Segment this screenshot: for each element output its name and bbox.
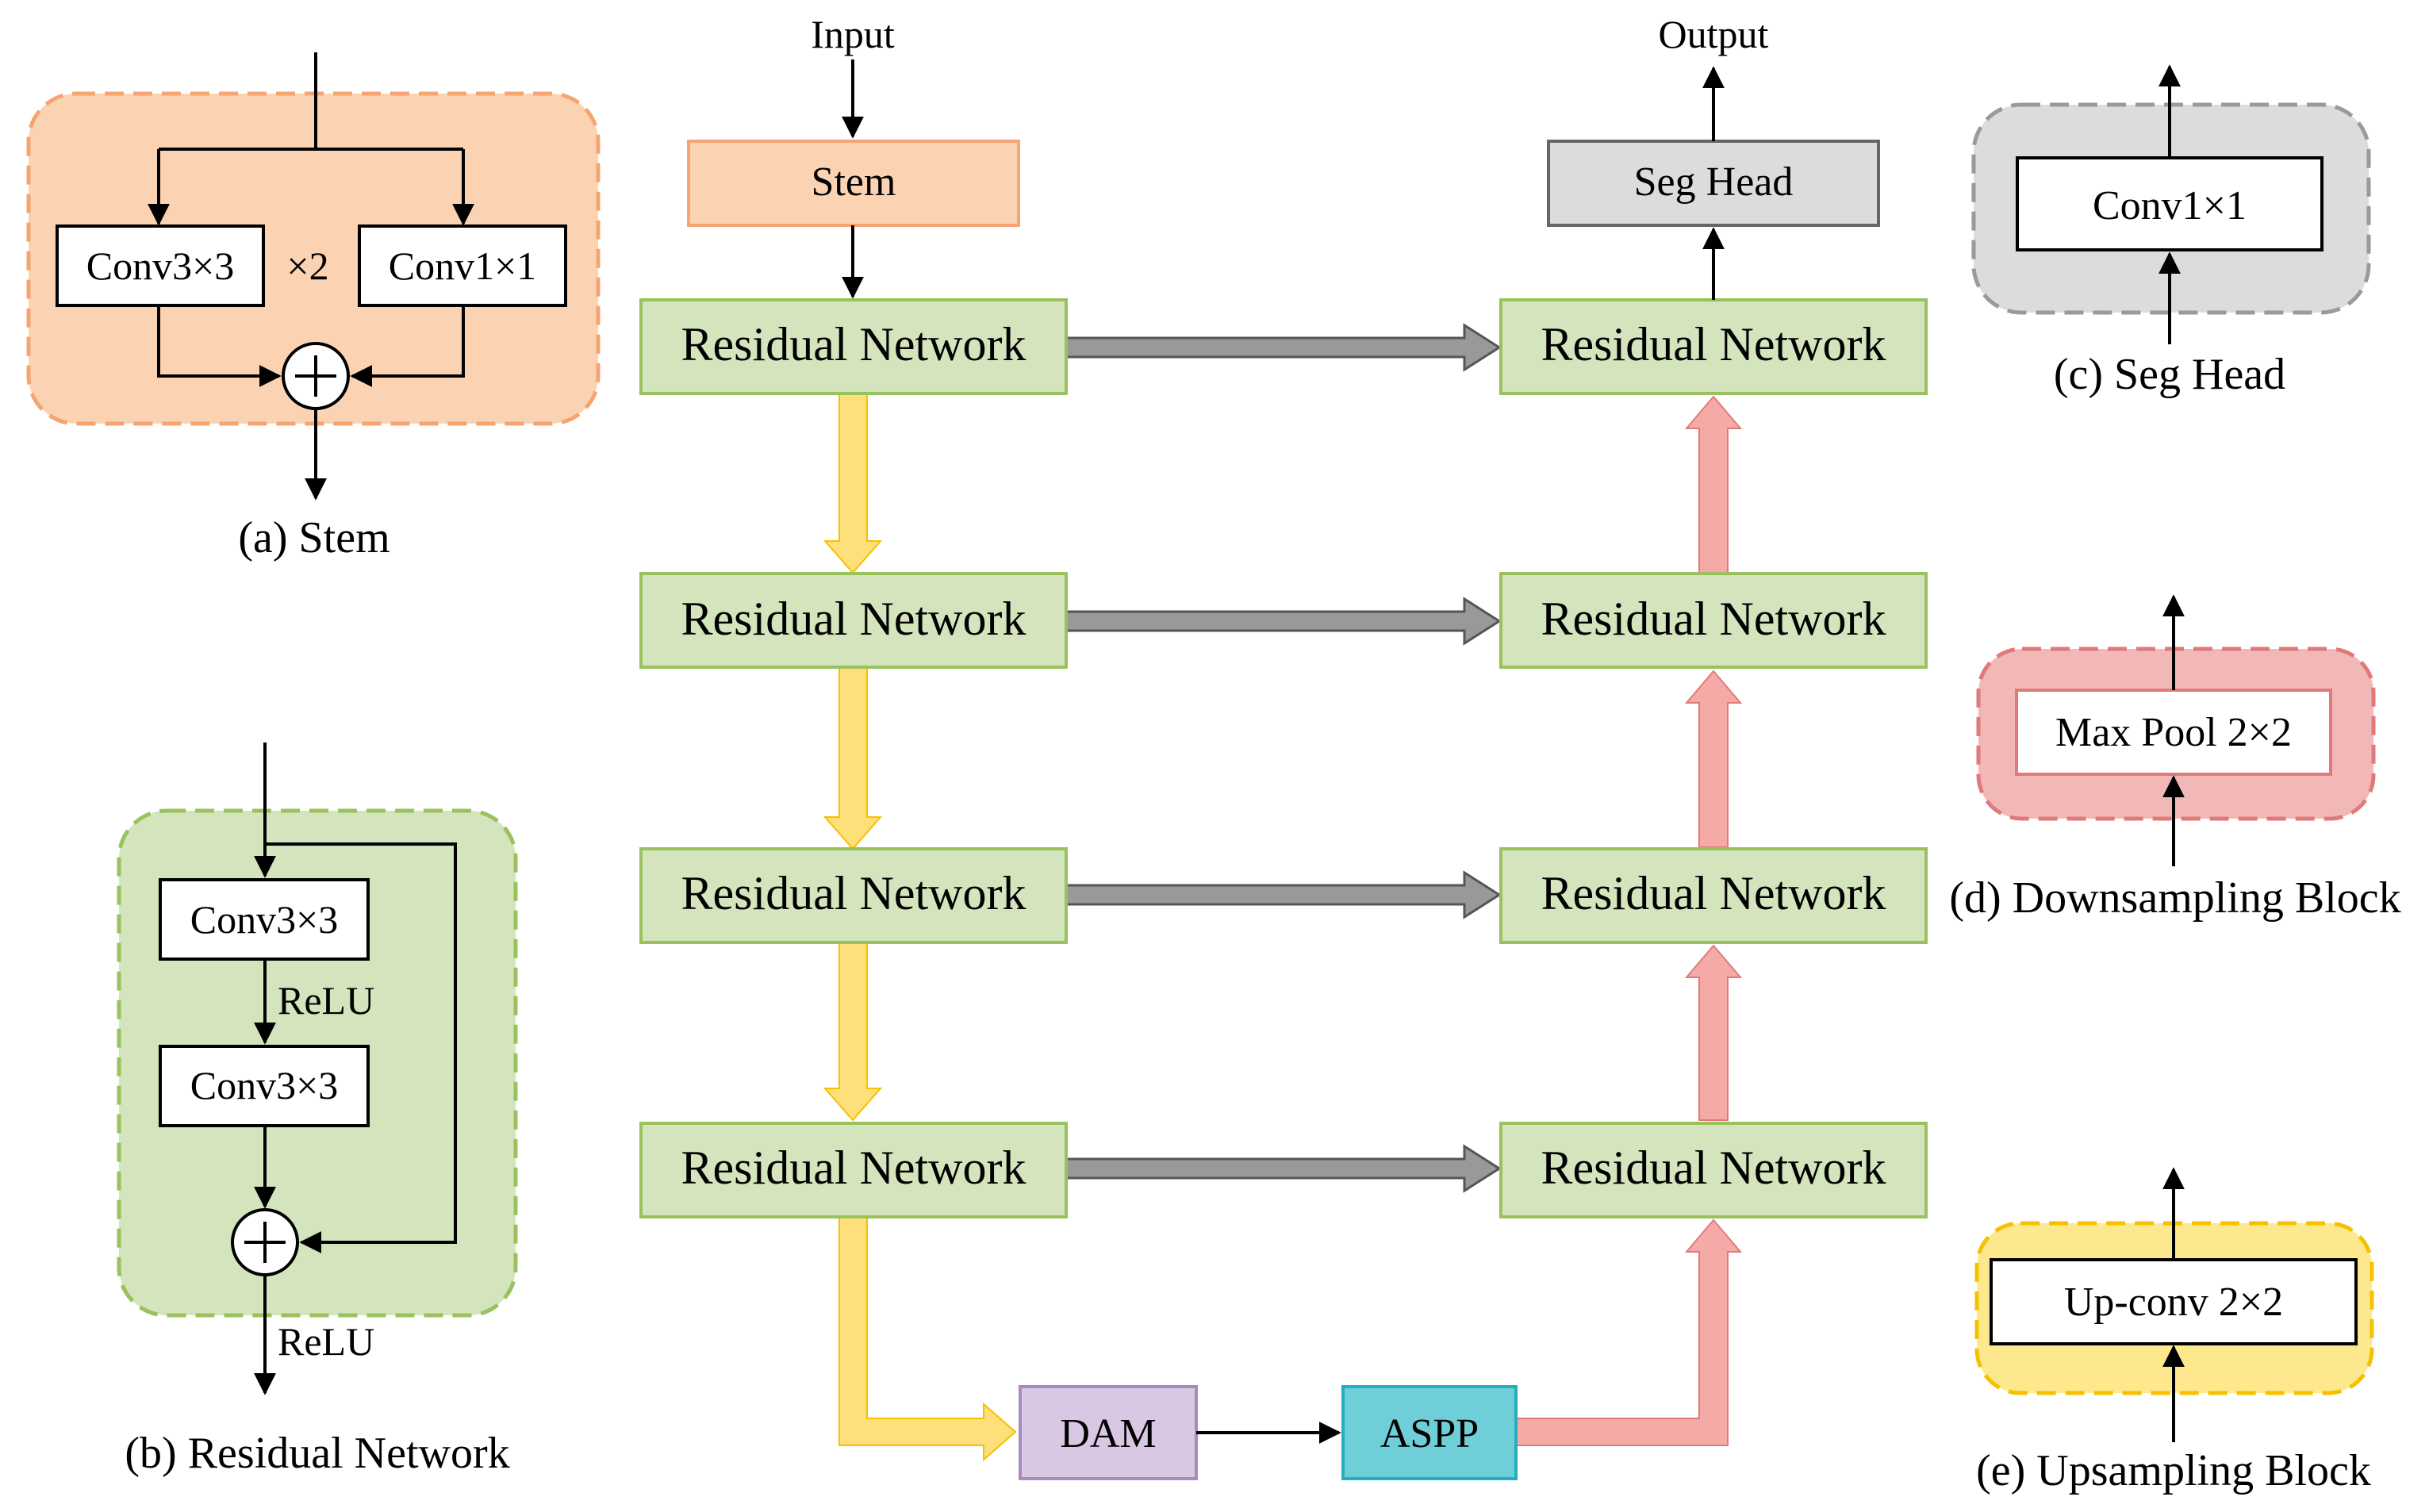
residual-conv-bottom-box xyxy=(159,1045,370,1127)
dam-label: DAM xyxy=(1060,1411,1156,1456)
encoder-residual-label-3: Residual Network xyxy=(681,867,1026,919)
stem-block xyxy=(687,140,1020,227)
encoder-residual-block-2 xyxy=(639,572,1068,669)
aspp-label: ASPP xyxy=(1380,1411,1479,1456)
decoder-residual-label-1: Residual Network xyxy=(1541,318,1886,370)
upsample-arrow-from-aspp xyxy=(1516,1218,1743,1446)
stem-panel-background xyxy=(26,91,601,426)
downsample-arrow-to-dam xyxy=(838,1216,1017,1462)
seg-head-conv-label: Conv1×1 xyxy=(2093,183,2247,228)
residual-conv-top-label: Conv3×3 xyxy=(190,897,339,942)
aspp-block xyxy=(1341,1385,1518,1480)
up-conv-label: Up-conv 2×2 xyxy=(2064,1280,2283,1325)
residual-relu-mid-label: ReLU xyxy=(278,978,374,1023)
upsample-arrow-2 xyxy=(1684,670,1743,848)
up-conv-box xyxy=(1990,1258,2358,1345)
output-label: Output xyxy=(1659,12,1769,56)
skip-connection-3 xyxy=(1063,870,1502,919)
decoder-residual-label-4: Residual Network xyxy=(1541,1142,1886,1194)
residual-conv-bottom-label: Conv3×3 xyxy=(190,1063,339,1107)
encoder-residual-label-1: Residual Network xyxy=(681,318,1026,370)
stem-conv1-label: Conv1×1 xyxy=(389,244,537,288)
downsample-arrow-2 xyxy=(823,666,883,850)
dam-block xyxy=(1019,1385,1198,1480)
main-network: Input Stem Residual Network Residual Net… xyxy=(639,12,1928,1480)
stem-conv1-box xyxy=(358,224,567,307)
max-pool-box xyxy=(2015,689,2332,776)
skip-connection-1 xyxy=(1063,323,1502,372)
downsample-arrow-3 xyxy=(823,942,883,1122)
upsampling-caption: (e) Upsampling Block xyxy=(1976,1446,2371,1495)
decoder-residual-block-3 xyxy=(1499,847,1928,944)
max-pool-label: Max Pool 2×2 xyxy=(2055,710,2292,755)
encoder-residual-block-1 xyxy=(639,298,1068,395)
residual-caption: (b) Residual Network xyxy=(125,1429,509,1478)
stem-block-label: Stem xyxy=(812,159,896,205)
skip-connection-4 xyxy=(1063,1144,1502,1193)
decoder-residual-label-3: Residual Network xyxy=(1541,867,1886,919)
downsample-arrow-1 xyxy=(823,393,883,574)
skip-connection-2 xyxy=(1063,597,1502,646)
stem-conv3-label: Conv3×3 xyxy=(86,244,235,288)
input-label: Input xyxy=(811,12,895,56)
stem-left-merge xyxy=(157,305,282,387)
upsample-arrow-1 xyxy=(1684,395,1743,574)
encoder-residual-label-2: Residual Network xyxy=(681,593,1026,645)
panel-upsampling: Up-conv 2×2 (e) Upsampling Block xyxy=(1974,1167,2374,1495)
panel-residual: Conv3×3 ReLU Conv3×3 ReLU (b) Residual N… xyxy=(117,743,518,1478)
seg-head-label: Seg Head xyxy=(1634,159,1794,205)
seg-head-caption: (c) Seg Head xyxy=(2054,350,2285,399)
residual-relu-out-label: ReLU xyxy=(278,1319,374,1364)
decoder-residual-block-1 xyxy=(1499,298,1928,395)
decoder-residual-label-2: Residual Network xyxy=(1541,593,1886,645)
stem-right-merge xyxy=(350,305,465,387)
residual-skip-line xyxy=(265,842,457,1253)
encoder-residual-label-4: Residual Network xyxy=(681,1142,1026,1194)
decoder-residual-block-2 xyxy=(1499,572,1928,669)
residual-conv-top-box xyxy=(159,878,370,961)
encoder-residual-block-4 xyxy=(639,1122,1068,1218)
panel-downsampling: Max Pool 2×2 (d) Downsampling Block xyxy=(1949,594,2401,923)
stem-caption: (a) Stem xyxy=(238,513,389,562)
panel-seg-head: Conv1×1 (c) Seg Head xyxy=(1971,64,2371,399)
encoder-residual-block-3 xyxy=(639,847,1068,944)
decoder-residual-block-4 xyxy=(1499,1122,1928,1218)
panel-stem: Conv3×3 ×2 Conv1×1 (a) Stem xyxy=(26,52,601,562)
stem-times2-label: ×2 xyxy=(286,244,328,288)
seg-head-block xyxy=(1547,140,1880,227)
downsampling-caption: (d) Downsampling Block xyxy=(1949,873,2400,923)
upsample-arrow-3 xyxy=(1684,944,1743,1121)
